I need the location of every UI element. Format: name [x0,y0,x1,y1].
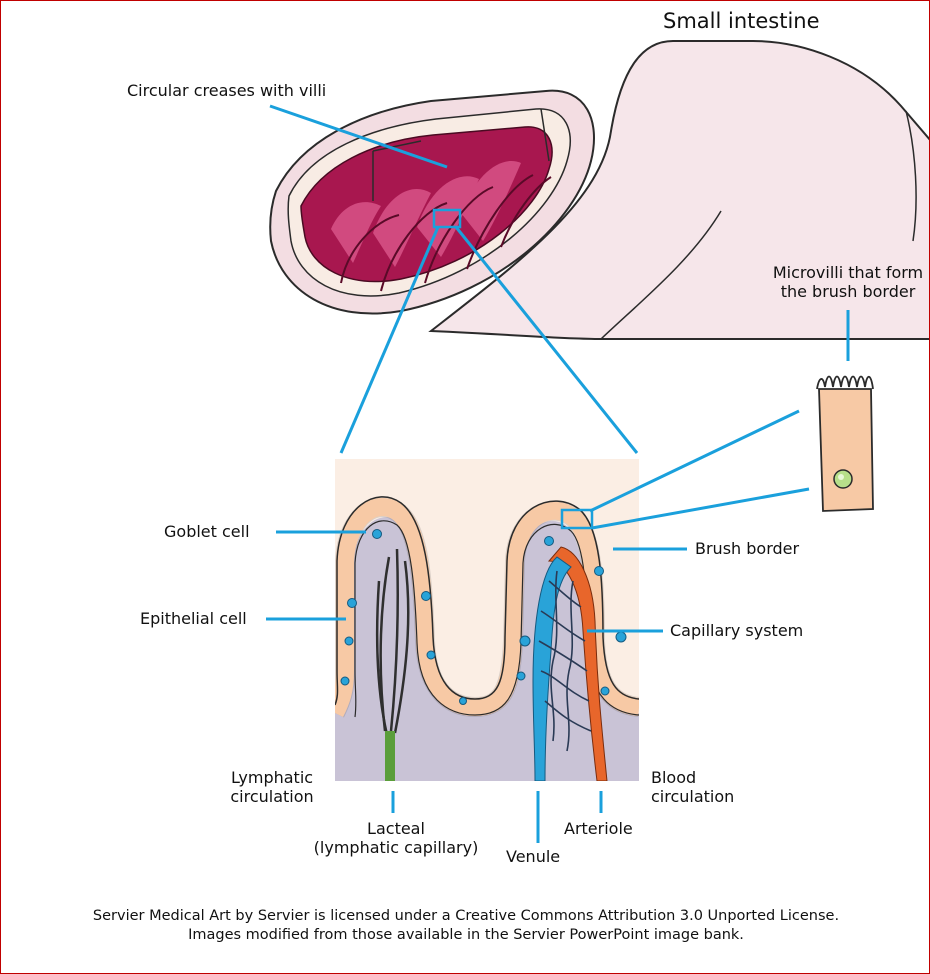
microvilli-cell [817,377,873,512]
credit-line-1: Servier Medical Art by Servier is licens… [1,907,930,926]
label-brush-border: Brush border [695,539,799,558]
label-goblet-cell: Goblet cell [164,522,250,541]
credit-block: Servier Medical Art by Servier is licens… [1,907,930,945]
credit-line-2: Images modified from those available in … [1,926,930,945]
label-lymphatic-circulation: Lymphatic circulation [217,768,327,806]
label-arteriole: Arteriole [564,819,633,838]
label-epithelial-cell: Epithelial cell [140,609,247,628]
label-blood-circulation: Blood circulation [651,768,734,806]
label-venule: Venule [506,847,560,866]
villi-section [335,459,639,781]
label-microvilli: Microvilli that form the brush border [763,263,930,301]
diagram-title: Small intestine [663,9,820,33]
label-lacteal: Lacteal (lymphatic capillary) [301,819,491,857]
label-capillary-system: Capillary system [670,621,803,640]
label-circular-creases: Circular creases with villi [127,81,326,100]
